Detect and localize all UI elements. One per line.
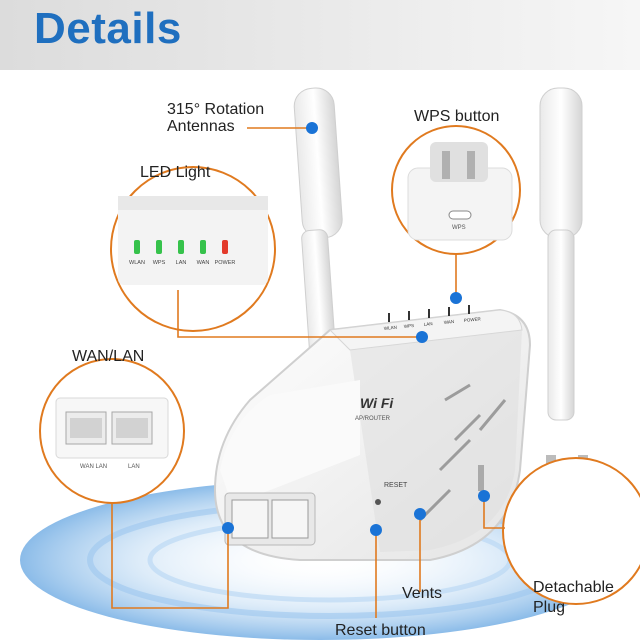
body-led-wps-label: WPS xyxy=(404,323,415,329)
header-banner xyxy=(0,0,640,70)
leader-lines xyxy=(111,127,505,618)
wps-label: WPS button xyxy=(414,108,500,125)
port-label-lan: LAN xyxy=(128,464,140,470)
reset-label: RESET xyxy=(384,482,408,489)
led-wps-label: WPS xyxy=(153,260,166,266)
antennas-label-line1: 315° Rotation xyxy=(167,101,265,118)
wifi-subtitle: AP/ROUTER xyxy=(355,416,391,422)
led-lan-indicator xyxy=(178,240,184,254)
led-wan-indicator xyxy=(200,240,206,254)
led-wlan-indicator xyxy=(134,240,140,254)
wps-panel: WPS xyxy=(407,142,513,241)
led-power-indicator xyxy=(222,240,228,254)
page-title: Details xyxy=(34,4,182,53)
body-led-lan-label: LAN xyxy=(424,321,433,327)
router-plug-prongs xyxy=(478,465,484,491)
led-panel xyxy=(118,196,268,285)
led-wan-label: WAN xyxy=(197,260,210,266)
antennas-label: 315° Rotation Antennas xyxy=(167,101,264,135)
callout-dots xyxy=(222,122,490,536)
led-lan-label: LAN xyxy=(176,260,187,266)
led-row: WLAN WPS LAN WAN POWER xyxy=(129,240,235,266)
plug-label-line1: Detachable xyxy=(533,579,614,596)
wanlan-panel xyxy=(55,397,169,459)
router-body xyxy=(213,308,532,561)
plug-label-line2: Plug xyxy=(533,599,566,616)
wifi-logo: Wi Fi xyxy=(360,395,394,411)
wanlan-label: WAN/LAN xyxy=(72,348,145,365)
plug-callout-circle xyxy=(502,457,640,605)
left-antenna xyxy=(293,87,343,371)
right-antenna xyxy=(539,87,583,421)
body-led-wlan-label: WLAN xyxy=(384,325,397,331)
led-wps-indicator xyxy=(156,240,162,254)
led-label: LED Light xyxy=(140,164,211,181)
wps-button-label: WPS xyxy=(452,225,466,231)
led-power-label: POWER xyxy=(215,260,236,266)
antennas-label-line2: Antennas xyxy=(167,118,235,135)
body-led-wan-label: WAN xyxy=(444,319,455,325)
led-wlan-label: WLAN xyxy=(129,260,145,266)
body-led-power-label: POWER xyxy=(464,316,482,323)
plug-label: Detachable Plug xyxy=(533,578,614,618)
reset-button-label: Reset button xyxy=(335,622,426,639)
port-label-wan: WAN LAN xyxy=(80,464,107,470)
vents-label: Vents xyxy=(402,585,443,602)
body-led-marks xyxy=(388,305,470,322)
